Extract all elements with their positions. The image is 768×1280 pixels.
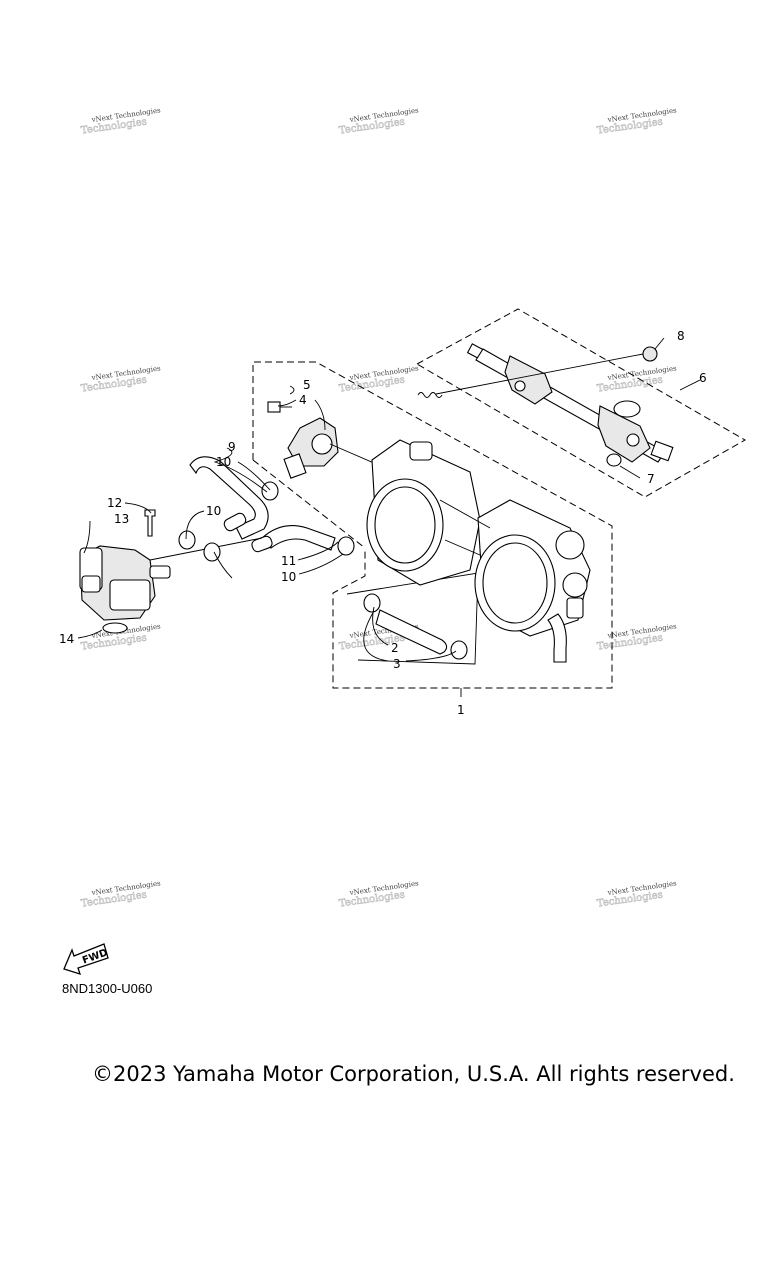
clamp-icon [178,530,196,550]
dashed-outlines [252,308,747,689]
callout-10-lower: 10 [281,570,296,584]
screw-12 [144,509,156,537]
clamp-icon [450,640,468,660]
callout-13: 13 [114,512,129,526]
spring-icon [417,392,443,398]
clamps [178,481,468,660]
diagram-code: 8ND1300-U060 [62,981,153,996]
fuel-rail-fittings [435,346,658,467]
throttle-body-outline-diag [252,459,366,549]
watermark-6: Technologies vNext Technologies [596,364,677,395]
callout-5: 5 [303,378,311,392]
fwd-label: FWD [81,947,109,966]
clamp-icon [363,593,381,613]
callout-10-upper: 10 [216,455,231,469]
throttle-sensor [267,401,391,479]
clamp-icon [337,536,355,556]
hose-11 [261,525,336,551]
callout-9: 9 [228,440,236,454]
callout-7: 7 [647,472,655,486]
fuel-rail-outline [415,308,747,498]
cap-8 [642,346,658,362]
o-ring-7 [606,453,622,467]
callout-14: 14 [59,632,74,646]
callout-6: 6 [699,371,707,385]
hose-group-outline [346,572,479,665]
callout-4: 4 [299,393,307,407]
leader-lines [77,337,701,697]
callout-8: 8 [677,329,685,343]
callout-12: 12 [107,496,122,510]
screw-5 [267,401,281,413]
watermark-4: Technologies vNext Technologies [80,364,161,395]
parts-diagram: Technologies vNext Technologies Technolo… [59,106,747,975]
hoses [149,456,336,561]
throttle-bodies [366,439,591,663]
watermark-5: Technologies vNext Technologies [338,364,419,395]
throttle-body-outline [252,361,613,689]
fwd-arrow-icon: FWD [63,943,109,975]
callout-10-middle: 10 [206,504,221,518]
watermark-10: Technologies vNext Technologies [80,879,161,910]
pipe-2 [375,609,448,655]
watermark-11: Technologies vNext Technologies [338,879,419,910]
callout-3: 3 [393,657,401,671]
callout-1: 1 [457,703,465,717]
callout-11: 11 [281,554,296,568]
callout-2: 2 [391,641,399,655]
watermark-12: Technologies vNext Technologies [596,879,677,910]
watermark-3: Technologies vNext Technologies [596,106,677,137]
o-ring-14 [102,622,128,634]
copyright-text: ©2023 Yamaha Motor Corporation, U.S.A. A… [92,1062,735,1086]
clamp-icon [261,481,279,501]
watermark-9: Technologies vNext Technologies [596,622,677,653]
watermark-2: Technologies vNext Technologies [338,106,419,137]
isc-valve [79,509,171,634]
callouts: 1 2 3 4 5 6 7 8 9 10 10 10 11 12 13 14 [59,329,707,717]
fuel-rail [417,343,674,463]
watermark-1: Technologies vNext Technologies [80,106,161,137]
